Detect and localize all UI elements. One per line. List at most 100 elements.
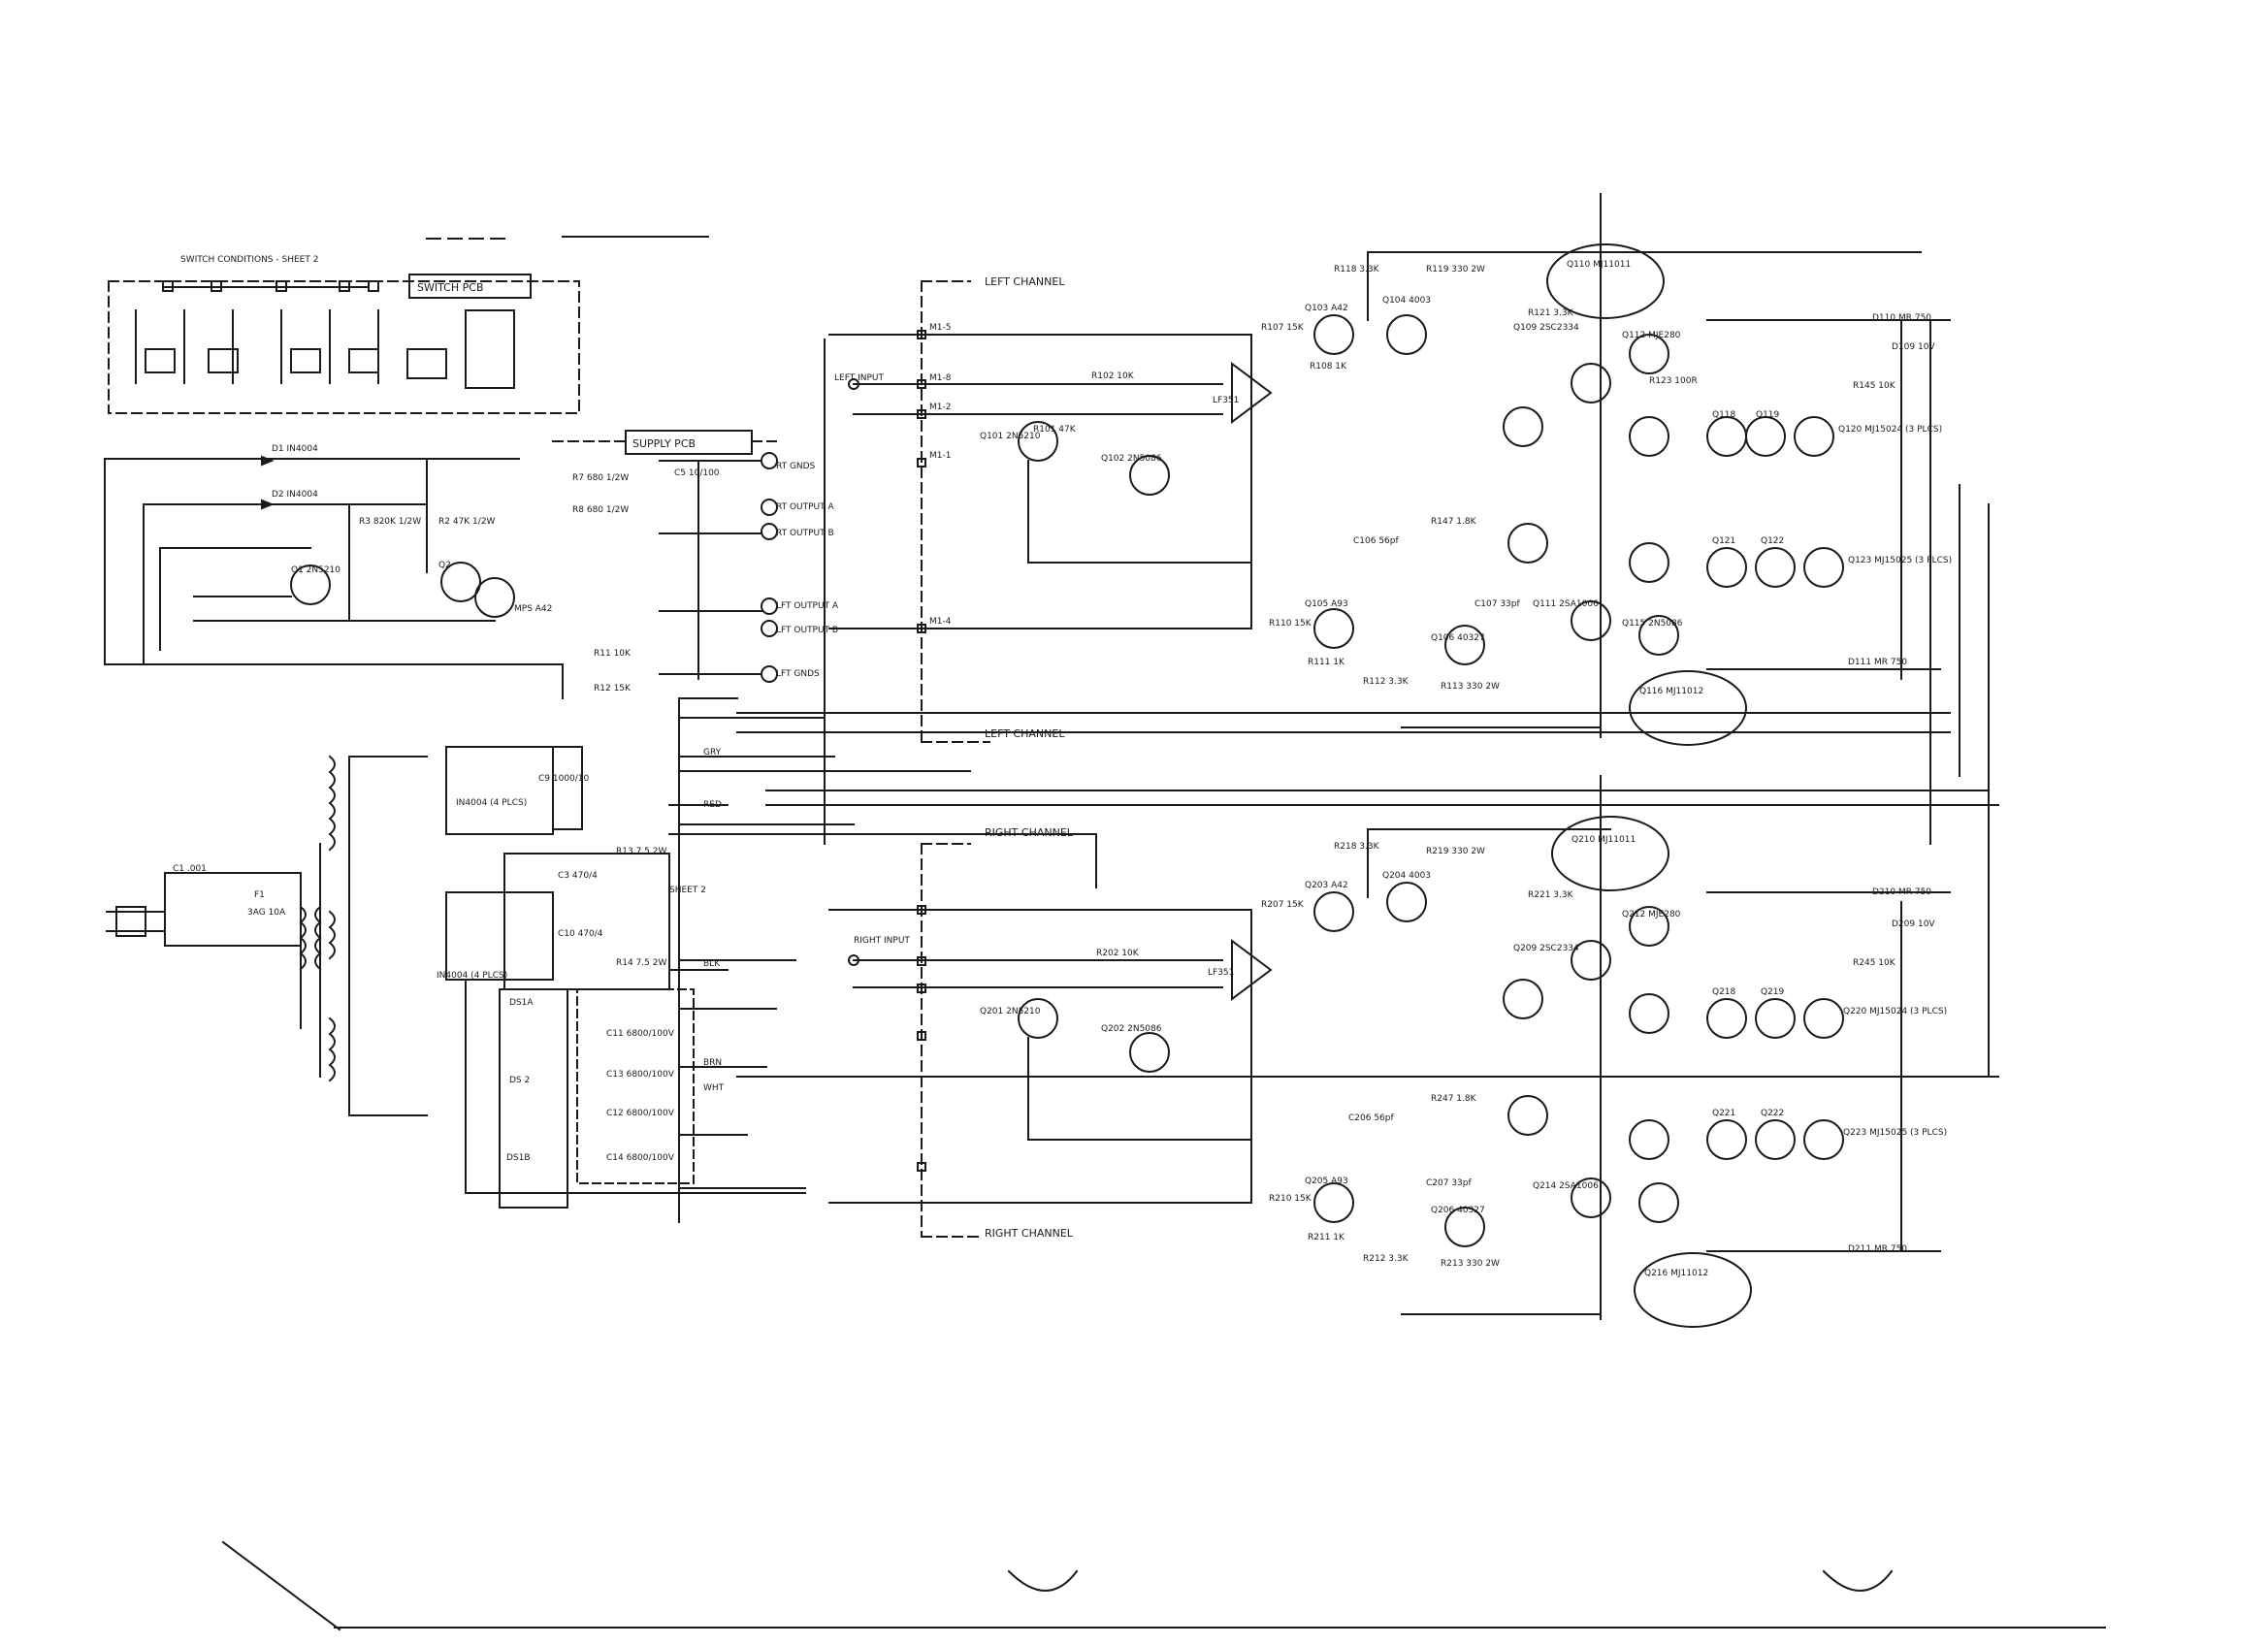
q201-label: Q201 2N5210: [980, 1007, 1041, 1016]
q118-label: Q118: [1712, 410, 1736, 420]
f1-label: F1: [254, 890, 265, 900]
r11-label: R11 10K: [594, 649, 632, 659]
c3-label: C3 470/4: [558, 871, 598, 881]
q205-label: Q205 A93: [1305, 1177, 1348, 1186]
c13-label: C13 6800/100V: [606, 1070, 675, 1080]
rt-output-a-label: RT OUTPUT A: [776, 502, 834, 512]
fuse-label: 3AG 10A: [247, 908, 286, 918]
in4004-b-label: IN4004 (4 PLCS): [437, 971, 507, 981]
r211-label: R211 1K: [1308, 1233, 1345, 1242]
r119-label: R119 330 2W: [1426, 265, 1485, 274]
q204-label: Q204 4003: [1382, 871, 1431, 881]
d110-label: D110 MR 750: [1872, 313, 1931, 323]
r3-label: R3 820K 1/2W: [359, 517, 421, 527]
c14-label: C14 6800/100V: [606, 1153, 675, 1163]
wire-wht-label: WHT: [703, 1083, 725, 1093]
q101-label: Q101 2N5210: [980, 432, 1041, 441]
q104-label: Q104 4003: [1382, 296, 1431, 306]
q214-label: Q214 2SA1006: [1533, 1181, 1599, 1191]
q103-label: Q103 A42: [1305, 304, 1348, 313]
d111-label: D111 MR 750: [1848, 658, 1907, 667]
d210-label: D210 MR 750: [1872, 887, 1931, 897]
lft-output-b-label: LFT OUTPUT B: [776, 626, 838, 635]
rt-gnds-label: RT GNDS: [776, 462, 816, 471]
c12-label: C12 6800/100V: [606, 1109, 675, 1118]
q219-label: Q219: [1761, 987, 1785, 997]
r219-label: R219 330 2W: [1426, 847, 1485, 856]
d1-label: D1 IN4004: [272, 444, 318, 454]
r123-label: R123 100R: [1649, 376, 1698, 386]
d109-label: D109 10V: [1892, 342, 1935, 352]
q220-label: Q220 MJ15024 (3 PLCS): [1843, 1007, 1947, 1016]
c9-label: C9 1000/10: [538, 774, 590, 784]
r101-label: R101 47K: [1033, 425, 1077, 435]
r12-label: R12 15K: [594, 684, 632, 693]
q203-label: Q203 A42: [1305, 881, 1348, 890]
c11-label: C11 6800/100V: [606, 1029, 675, 1039]
r145-label: R145 10K: [1853, 381, 1896, 391]
switch-conditions-label: SWITCH CONDITIONS - SHEET 2: [180, 255, 318, 265]
q106-label: Q106 40327: [1431, 633, 1485, 643]
r7-label: R7 680 1/2W: [572, 473, 629, 483]
r2-label: R2 47K 1/2W: [438, 517, 496, 527]
wire-gry-label: GRY: [703, 748, 722, 758]
r107-label: R107 15K: [1261, 323, 1305, 333]
q223-label: Q223 MJ15025 (3 PLCS): [1843, 1128, 1947, 1138]
q202-label: Q202 2N5086: [1101, 1024, 1162, 1034]
q209-label: Q209 2SC2334: [1513, 944, 1579, 953]
q102-label: Q102 2N5086: [1101, 454, 1162, 464]
wire-brn-label: BRN: [703, 1058, 722, 1068]
q105-label: Q105 A93: [1305, 599, 1348, 609]
q119-label: Q119: [1756, 410, 1780, 420]
r245-label: R245 10K: [1853, 958, 1896, 968]
regulator-section: [105, 457, 563, 698]
r110-label: R110 15K: [1269, 619, 1312, 629]
c1-label: C1 .001: [173, 864, 207, 874]
r118-label: R118 3.3K: [1334, 265, 1380, 274]
c10-label: C10 470/4: [558, 929, 603, 939]
r14-label: R14 7.5 2W: [616, 958, 666, 968]
left-channel-top-label: LEFT CHANNEL: [985, 275, 1065, 288]
q212-label: Q212 MJE280: [1622, 910, 1681, 919]
supply-pcb-label: SUPPLY PCB: [632, 437, 696, 450]
right-channel-bottom-label: RIGHT CHANNEL: [985, 1227, 1074, 1240]
r102-label: R102 10K: [1091, 371, 1135, 381]
sheet2-label: SHEET 2: [669, 886, 706, 895]
m1-8-label: M1-8: [929, 373, 952, 383]
q216-label: Q216 MJ11012: [1644, 1269, 1708, 1278]
q218-label: Q218: [1712, 987, 1736, 997]
switch-pcb-block: [109, 274, 579, 413]
q222-label: Q222: [1761, 1109, 1784, 1118]
r112-label: R112 3.3K: [1363, 677, 1409, 687]
q122-label: Q122: [1761, 536, 1784, 546]
r212-label: R212 3.3K: [1363, 1254, 1409, 1264]
q115-label: Q115 2N5086: [1622, 619, 1683, 629]
q111-label: Q111 2SA1006: [1533, 599, 1599, 609]
r210-label: R210 15K: [1269, 1194, 1312, 1204]
d209-label: D209 10V: [1892, 919, 1935, 929]
r108-label: R108 1K: [1310, 362, 1347, 371]
r213-label: R213 330 2W: [1441, 1259, 1500, 1269]
left-input-label: LEFT INPUT: [834, 373, 884, 383]
q3-label: MPS A42: [514, 604, 552, 614]
lft-gnds-label: LFT GNDS: [776, 669, 820, 679]
rt-output-b-label: RT OUTPUT B: [776, 529, 834, 538]
r202-label: R202 10K: [1096, 949, 1140, 958]
c206-label: C206 56pf: [1348, 1113, 1394, 1123]
cross-wiring: [723, 713, 1998, 1077]
in4004-a-label: IN4004 (4 PLCS): [456, 798, 527, 808]
q206-label: Q206 40327: [1431, 1206, 1485, 1215]
right-channel-top-label: RIGHT CHANNEL: [985, 826, 1074, 839]
right-channel-amplifier: [829, 776, 1950, 1327]
m1-1-label: M1-1: [929, 451, 951, 461]
ds1a-label: DS1A: [509, 998, 534, 1008]
c107-label: C107 33pf: [1474, 599, 1520, 609]
r207-label: R207 15K: [1261, 900, 1305, 910]
d211-label: D211 MR 750: [1848, 1244, 1907, 1254]
m1-2-label: M1-2: [929, 403, 951, 412]
q112-label: Q112 MJE280: [1622, 331, 1681, 340]
c207-label: C207 33pf: [1426, 1178, 1472, 1188]
r218-label: R218 3.3K: [1334, 842, 1380, 852]
c5-label: C5 10/100: [674, 468, 720, 478]
